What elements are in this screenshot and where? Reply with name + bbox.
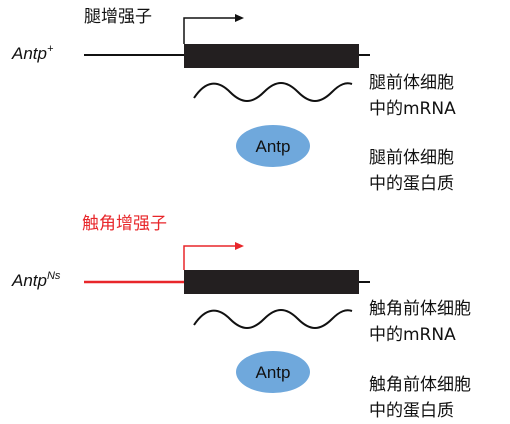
bottom-gene-superscript: Ns (46, 270, 61, 282)
bottom-arrow-head (235, 242, 244, 250)
top-gene-name: Antp (12, 44, 47, 63)
top-protein-desc-line2: 中的蛋白质 (369, 174, 454, 194)
top-enhancer-label: 腿增强子 (84, 7, 152, 27)
top-mrna-wave (193, 82, 353, 102)
top-gene-block (184, 44, 359, 68)
bottom-mrna-desc-line1: 触角前体细胞 (369, 299, 471, 319)
bottom-gene-label: AntpNs (12, 270, 61, 290)
top-arrow-head (235, 14, 244, 22)
top-mrna-desc-line1: 腿前体细胞 (369, 73, 454, 93)
bottom-protein-desc-line1: 触角前体细胞 (369, 375, 471, 395)
top-gene-label: Antp+ (12, 43, 54, 63)
bottom-protein-ellipse (236, 351, 310, 393)
top-protein-ellipse (236, 125, 310, 167)
bottom-gene-name: Antp (12, 271, 47, 290)
top-protein-label: Antp (256, 137, 291, 156)
top-mrna-desc: 腿前体细胞 中的mRNA (369, 70, 456, 122)
top-gene-superscript: + (46, 43, 54, 55)
top-protein-desc: 腿前体细胞 中的蛋白质 (369, 145, 454, 197)
bottom-mrna-wave (193, 309, 353, 329)
bottom-enhancer-label: 触角增强子 (82, 214, 167, 234)
bottom-protein-label: Antp (256, 363, 291, 382)
top-promoter-arrow (183, 17, 236, 44)
bottom-gene-block (184, 270, 359, 294)
bottom-protein-desc-line2: 中的蛋白质 (369, 401, 454, 421)
bottom-mrna-desc: 触角前体细胞 中的mRNA (369, 296, 471, 348)
bottom-protein-desc: 触角前体细胞 中的蛋白质 (369, 372, 471, 424)
top-mrna-desc-line2: 中的mRNA (369, 99, 456, 119)
bottom-mrna-desc-line2: 中的mRNA (369, 325, 456, 345)
top-protein-desc-line1: 腿前体细胞 (369, 148, 454, 168)
bottom-promoter-arrow (183, 245, 236, 270)
